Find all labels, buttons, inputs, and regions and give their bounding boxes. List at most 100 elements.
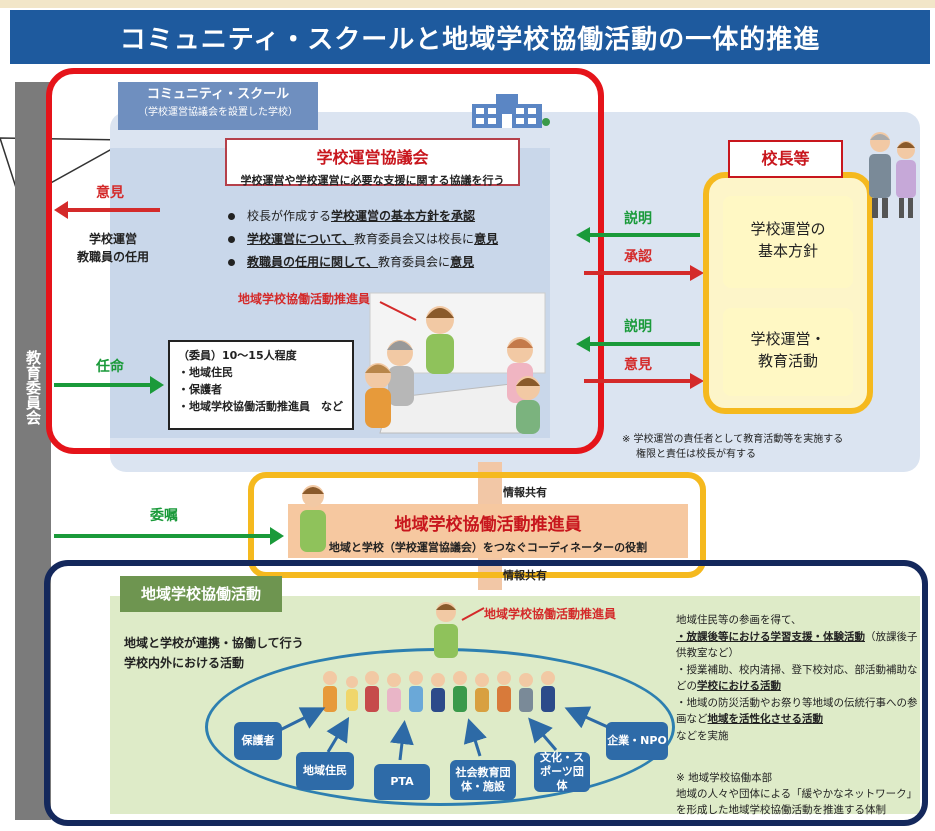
group-arrows-icon [279, 706, 611, 761]
bullet-emphasis: 意見 [474, 232, 499, 246]
school-council-title: 学校運営協議会 [316, 148, 429, 167]
group-pta: PTA [374, 764, 430, 800]
activity-note-line: ※ 地域学校協働本部 [676, 772, 773, 784]
opinion-left-label: 意見 [96, 185, 124, 201]
members-line: ・保護者 [178, 383, 222, 396]
opinion-left-arrow-icon [54, 201, 160, 219]
policy-line: 学校運営の [750, 220, 826, 238]
commission-arrow-icon [54, 527, 284, 545]
school-building-icon [472, 94, 550, 128]
right-desc-emphasis: 学校における活動 [697, 680, 781, 692]
bullet-emphasis: 意見 [450, 255, 475, 269]
committee-members-box: （委員）10～15人程度 ・地域住民 ・保護者 ・地域学校協働活動推進員 など [168, 340, 354, 430]
explain-label-1: 説明 [624, 211, 652, 227]
opinion-right-label: 意見 [624, 357, 652, 373]
council-bullets: 校長が作成する学校運営の基本方針を承認 学校運営について、教育委員会又は校長に意… [228, 205, 498, 274]
bullet-emphasis: 学校運営の基本方針を承認 [331, 209, 476, 223]
activity-desc-line: 学校内外における活動 [124, 656, 245, 670]
activity-line: 学校運営・ [750, 330, 826, 348]
bullet-item: 校長が作成する学校運営の基本方針を承認 [228, 205, 498, 228]
activity-note: ※ 地域学校協働本部 地域の人々や団体による「緩やかなネットワーク」 を形成した… [676, 770, 926, 818]
activity-desc-line: 地域と学校が連携・協働して行う [124, 636, 304, 650]
explain-arrow-1-icon [576, 227, 700, 243]
right-desc-line: ・授業補助、校内清掃、登下校対応、部活動補助などの学校における活動 [676, 662, 926, 695]
coordinator-box: 地域学校協働活動推進員 地域と学校（学校運営協議会）をつなぐコーディネーターの役… [288, 504, 688, 558]
bullet-item: 学校運営について、教育委員会又は校長に意見 [228, 228, 498, 251]
members-line: ・地域学校協働活動推進員 など [178, 400, 343, 413]
board-of-education-label: 教育委員会 [15, 350, 51, 431]
top-strip [0, 0, 935, 8]
community-school-title: コミュニティ・スクール [146, 87, 290, 102]
group-social-education: 社会教育団体・施設 [450, 760, 516, 800]
pointer-line-2-icon [461, 607, 485, 621]
school-council-subtitle: 学校運営や学校運営に必要な支援に関する協議を行う [240, 174, 505, 187]
appointment-label: 任命 [96, 359, 124, 375]
right-desc-line: などを実施 [676, 729, 729, 742]
community-school-header: コミュニティ・スクール （学校運営協議会を設置した学校） [118, 82, 318, 130]
bullet-dot-icon [228, 213, 235, 220]
commission-label: 委嘱 [150, 508, 178, 524]
group-culture-sports: 文化・スポーツ団体 [534, 751, 590, 792]
principal-label: 校長等 [728, 140, 843, 178]
policy-line: 基本方針 [757, 242, 818, 260]
left-text: 学校運営 教職員の任用 [68, 230, 158, 266]
explain-label-2: 説明 [624, 319, 652, 335]
coordinator-frame [248, 472, 706, 578]
community-school-subtitle: （学校運営協議会を設置した学校） [138, 107, 298, 118]
activity-right-description: 地域住民等の参画を得て、 ・放課後等における学習支援・体験活動（放課後子供教室な… [676, 612, 926, 744]
coordinator-subtitle: 地域と学校（学校運営協議会）をつなぐコーディネーターの役割 [328, 541, 648, 554]
members-line: （委員）10～15人程度 [178, 349, 297, 362]
page-title: コミュニティ・スクールと地域学校協働活動の一体的推進 [10, 10, 930, 64]
school-policy-box: 学校運営の 基本方針 [723, 196, 853, 288]
right-desc-text: （放課後子供教室など） [676, 630, 918, 660]
activity-header: 地域学校協働活動 [120, 576, 282, 612]
info-share-top: 情報共有 [503, 486, 547, 499]
right-desc-emphasis: 地域を活性化させる活動 [707, 713, 824, 725]
coordinator-person-icon [300, 485, 326, 552]
bullet-dot-icon [228, 236, 235, 243]
bullet-dot-icon [228, 259, 235, 266]
group-residents: 地域住民 [296, 752, 354, 790]
group-guardians: 保護者 [234, 722, 282, 760]
principal-note-line: 権限と責任は校長が有する [636, 449, 756, 460]
right-desc-text: ・授業補助、校内清掃、登下校対応、部活動補助などの [676, 663, 918, 693]
explain-arrow-2-icon [576, 336, 700, 352]
school-council-box: 学校運営協議会 学校運営や学校運営に必要な支援に関する協議を行う [225, 138, 520, 187]
board-of-education-text: 教育委員会 [24, 350, 42, 425]
bullet-text: 校長が作成する [247, 209, 332, 223]
right-desc-emphasis: ・放課後等における学習支援・体験活動 [676, 630, 865, 643]
bullet-item: 教職員の任用に関して、教育委員会に意見 [228, 251, 498, 274]
education-activity-box: 学校運営・ 教育活動 [723, 308, 853, 396]
meeting-illustration [365, 292, 546, 434]
info-share-bottom: 情報共有 [503, 569, 547, 582]
right-desc-line: ・放課後等における学習支援・体験活動（放課後子供教室など） [676, 629, 926, 662]
principal-note-line: ※ 学校運営の責任者として教育活動等を実施する [622, 434, 844, 445]
pointer-line-icon [379, 301, 417, 321]
approve-label: 承認 [624, 249, 652, 265]
bullet-text: 教育委員会に [378, 255, 451, 269]
bullet-emphasis: 教職員の任用に関して、 [247, 255, 379, 269]
coordinator-label-bottom: 地域学校協働活動推進員 [484, 607, 617, 621]
right-desc-line: ・地域の防災活動やお祭り等地域の伝統行事への参画など地域を活性化させる活動 [676, 695, 926, 728]
principal-people-icon [869, 132, 916, 218]
coordinator-small-person-icon [434, 602, 458, 658]
coordinator-label-top: 地域学校協働活動推進員 [238, 292, 371, 306]
principal-note: ※ 学校運営の責任者として教育活動等を実施する 権限と責任は校長が有する [622, 432, 843, 462]
opinion-right-arrow-icon [584, 373, 704, 389]
activity-note-line: 地域の人々や団体による「緩やかなネットワーク」 [676, 788, 918, 800]
appointment-arrow-icon [54, 376, 164, 394]
approve-arrow-icon [584, 265, 704, 281]
activity-frame [44, 560, 928, 826]
activity-description: 地域と学校が連携・協働して行う 学校内外における活動 [124, 633, 304, 673]
coordinator-title: 地域学校協働活動推進員 [394, 515, 582, 535]
community-school-frame [46, 68, 604, 454]
group-company-npo: 企業・NPO [606, 722, 668, 760]
activity-note-line: を形成した地域学校協働活動を推進する体制 [676, 804, 886, 816]
left-text-line: 教職員の任用 [76, 250, 149, 264]
left-text-line: 学校運営 [88, 232, 137, 246]
bullet-emphasis: 学校運営について、 [247, 232, 355, 246]
right-desc-line: 地域住民等の参画を得て、 [676, 614, 802, 626]
right-desc-text: ・地域の防災活動やお祭り等地域の伝統行事への参画など [676, 696, 918, 726]
bullet-text: 教育委員会又は校長に [354, 232, 475, 246]
members-line: ・地域住民 [178, 366, 233, 379]
